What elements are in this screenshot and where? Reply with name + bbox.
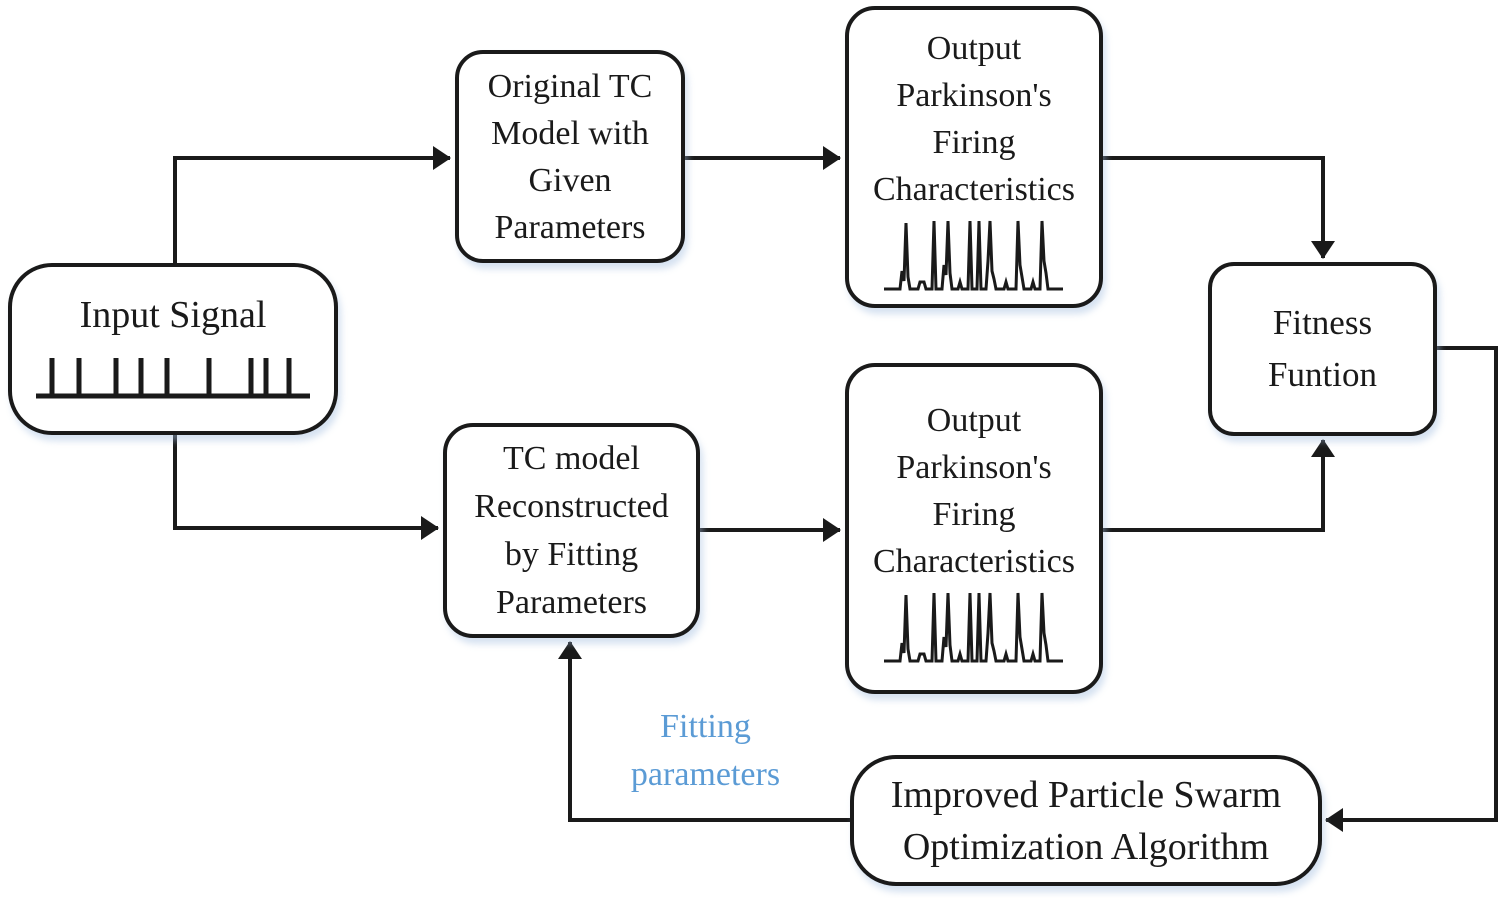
spike-train-icon xyxy=(30,349,316,406)
box-text-line: Given xyxy=(528,161,612,199)
box-text-line: by Fitting xyxy=(504,535,639,573)
connector-input-to-original-tc xyxy=(173,146,451,263)
box-text-line: Reconstructed xyxy=(474,487,669,525)
box-text-line: Output xyxy=(926,402,1022,439)
connector-pso-to-tc-reconstructed xyxy=(558,641,850,822)
box-text-line: Improved Particle Swarm xyxy=(890,773,1282,816)
box-text-line: Parkinson's xyxy=(896,76,1052,114)
box-text-line: Firing xyxy=(932,123,1016,161)
output-parkinsons-top-box: Output Parkinson's Firing Characteristic… xyxy=(845,6,1103,308)
pso-algorithm-box: Improved Particle Swarm Optimization Alg… xyxy=(850,755,1322,886)
box-text-line: Parkinson's xyxy=(896,449,1052,486)
box-text-line: Firing xyxy=(932,496,1016,533)
box-text-line: Original TC xyxy=(487,67,653,105)
input-signal-box: Input Signal xyxy=(8,263,338,435)
output-parkinsons-bottom-box: Output Parkinson's Firing Characteristic… xyxy=(845,363,1103,694)
box-text-line: Characteristics xyxy=(872,543,1076,580)
connector-fitness-to-pso xyxy=(1325,346,1498,832)
input-signal-label: Input Signal xyxy=(79,293,267,336)
box-text-line: Fitness xyxy=(1272,303,1373,342)
box-text-line: Characteristics xyxy=(872,170,1076,208)
firing-burst-icon xyxy=(882,585,1066,670)
box-text-line: Parameters xyxy=(495,583,648,621)
connector-output-top-to-fitness xyxy=(1103,156,1335,259)
box-text-line: Output xyxy=(926,29,1022,67)
original-tc-model-box: Original TC Model with Given Parameters xyxy=(455,50,685,263)
label-text-line: Fitting xyxy=(660,708,751,745)
label-text-line: parameters xyxy=(630,756,781,793)
box-text-line: Optimization Algorithm xyxy=(902,825,1270,868)
connector-output-bottom-to-fitness xyxy=(1103,439,1335,532)
fitting-parameters-label: Fitting parameters xyxy=(598,703,813,799)
box-text-line: Funtion xyxy=(1268,355,1377,394)
box-text-line: Model with xyxy=(491,114,649,152)
fitness-function-box: Fitness Funtion xyxy=(1208,262,1437,436)
firing-burst-icon xyxy=(882,213,1066,298)
box-text-line: Parameters xyxy=(494,208,646,246)
box-text-line: TC model xyxy=(503,439,640,477)
tc-reconstructed-box: TC model Reconstructed by Fitting Parame… xyxy=(443,423,700,638)
connector-input-to-tc-reconstructed xyxy=(173,435,439,540)
